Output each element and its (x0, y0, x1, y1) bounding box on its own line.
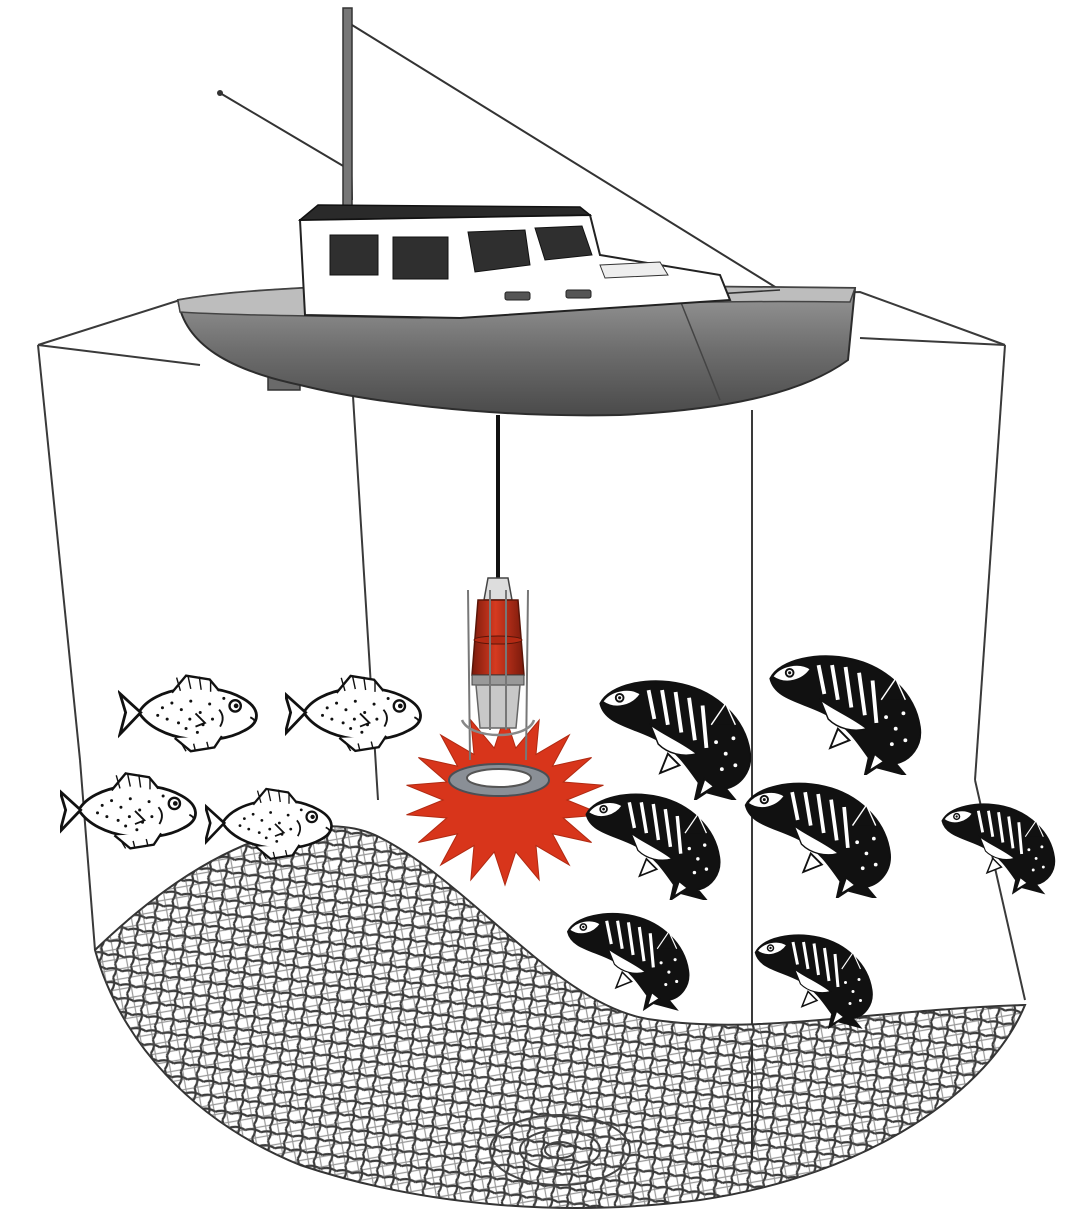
salmon-icon (756, 935, 873, 1027)
salmon-icon (746, 784, 890, 898)
salmon-icon (770, 656, 920, 775)
salmon-icon (600, 681, 750, 800)
salmon-school (568, 656, 1055, 1027)
mast (217, 8, 352, 208)
fishing-boat (178, 205, 855, 415)
flatfish-icon (60, 773, 196, 848)
flatfish-icon (120, 676, 257, 752)
salmon-icon (586, 795, 719, 900)
purse-seine-net (80, 800, 1040, 1220)
sound-burst (407, 715, 604, 885)
flatfish-icon (285, 676, 421, 751)
